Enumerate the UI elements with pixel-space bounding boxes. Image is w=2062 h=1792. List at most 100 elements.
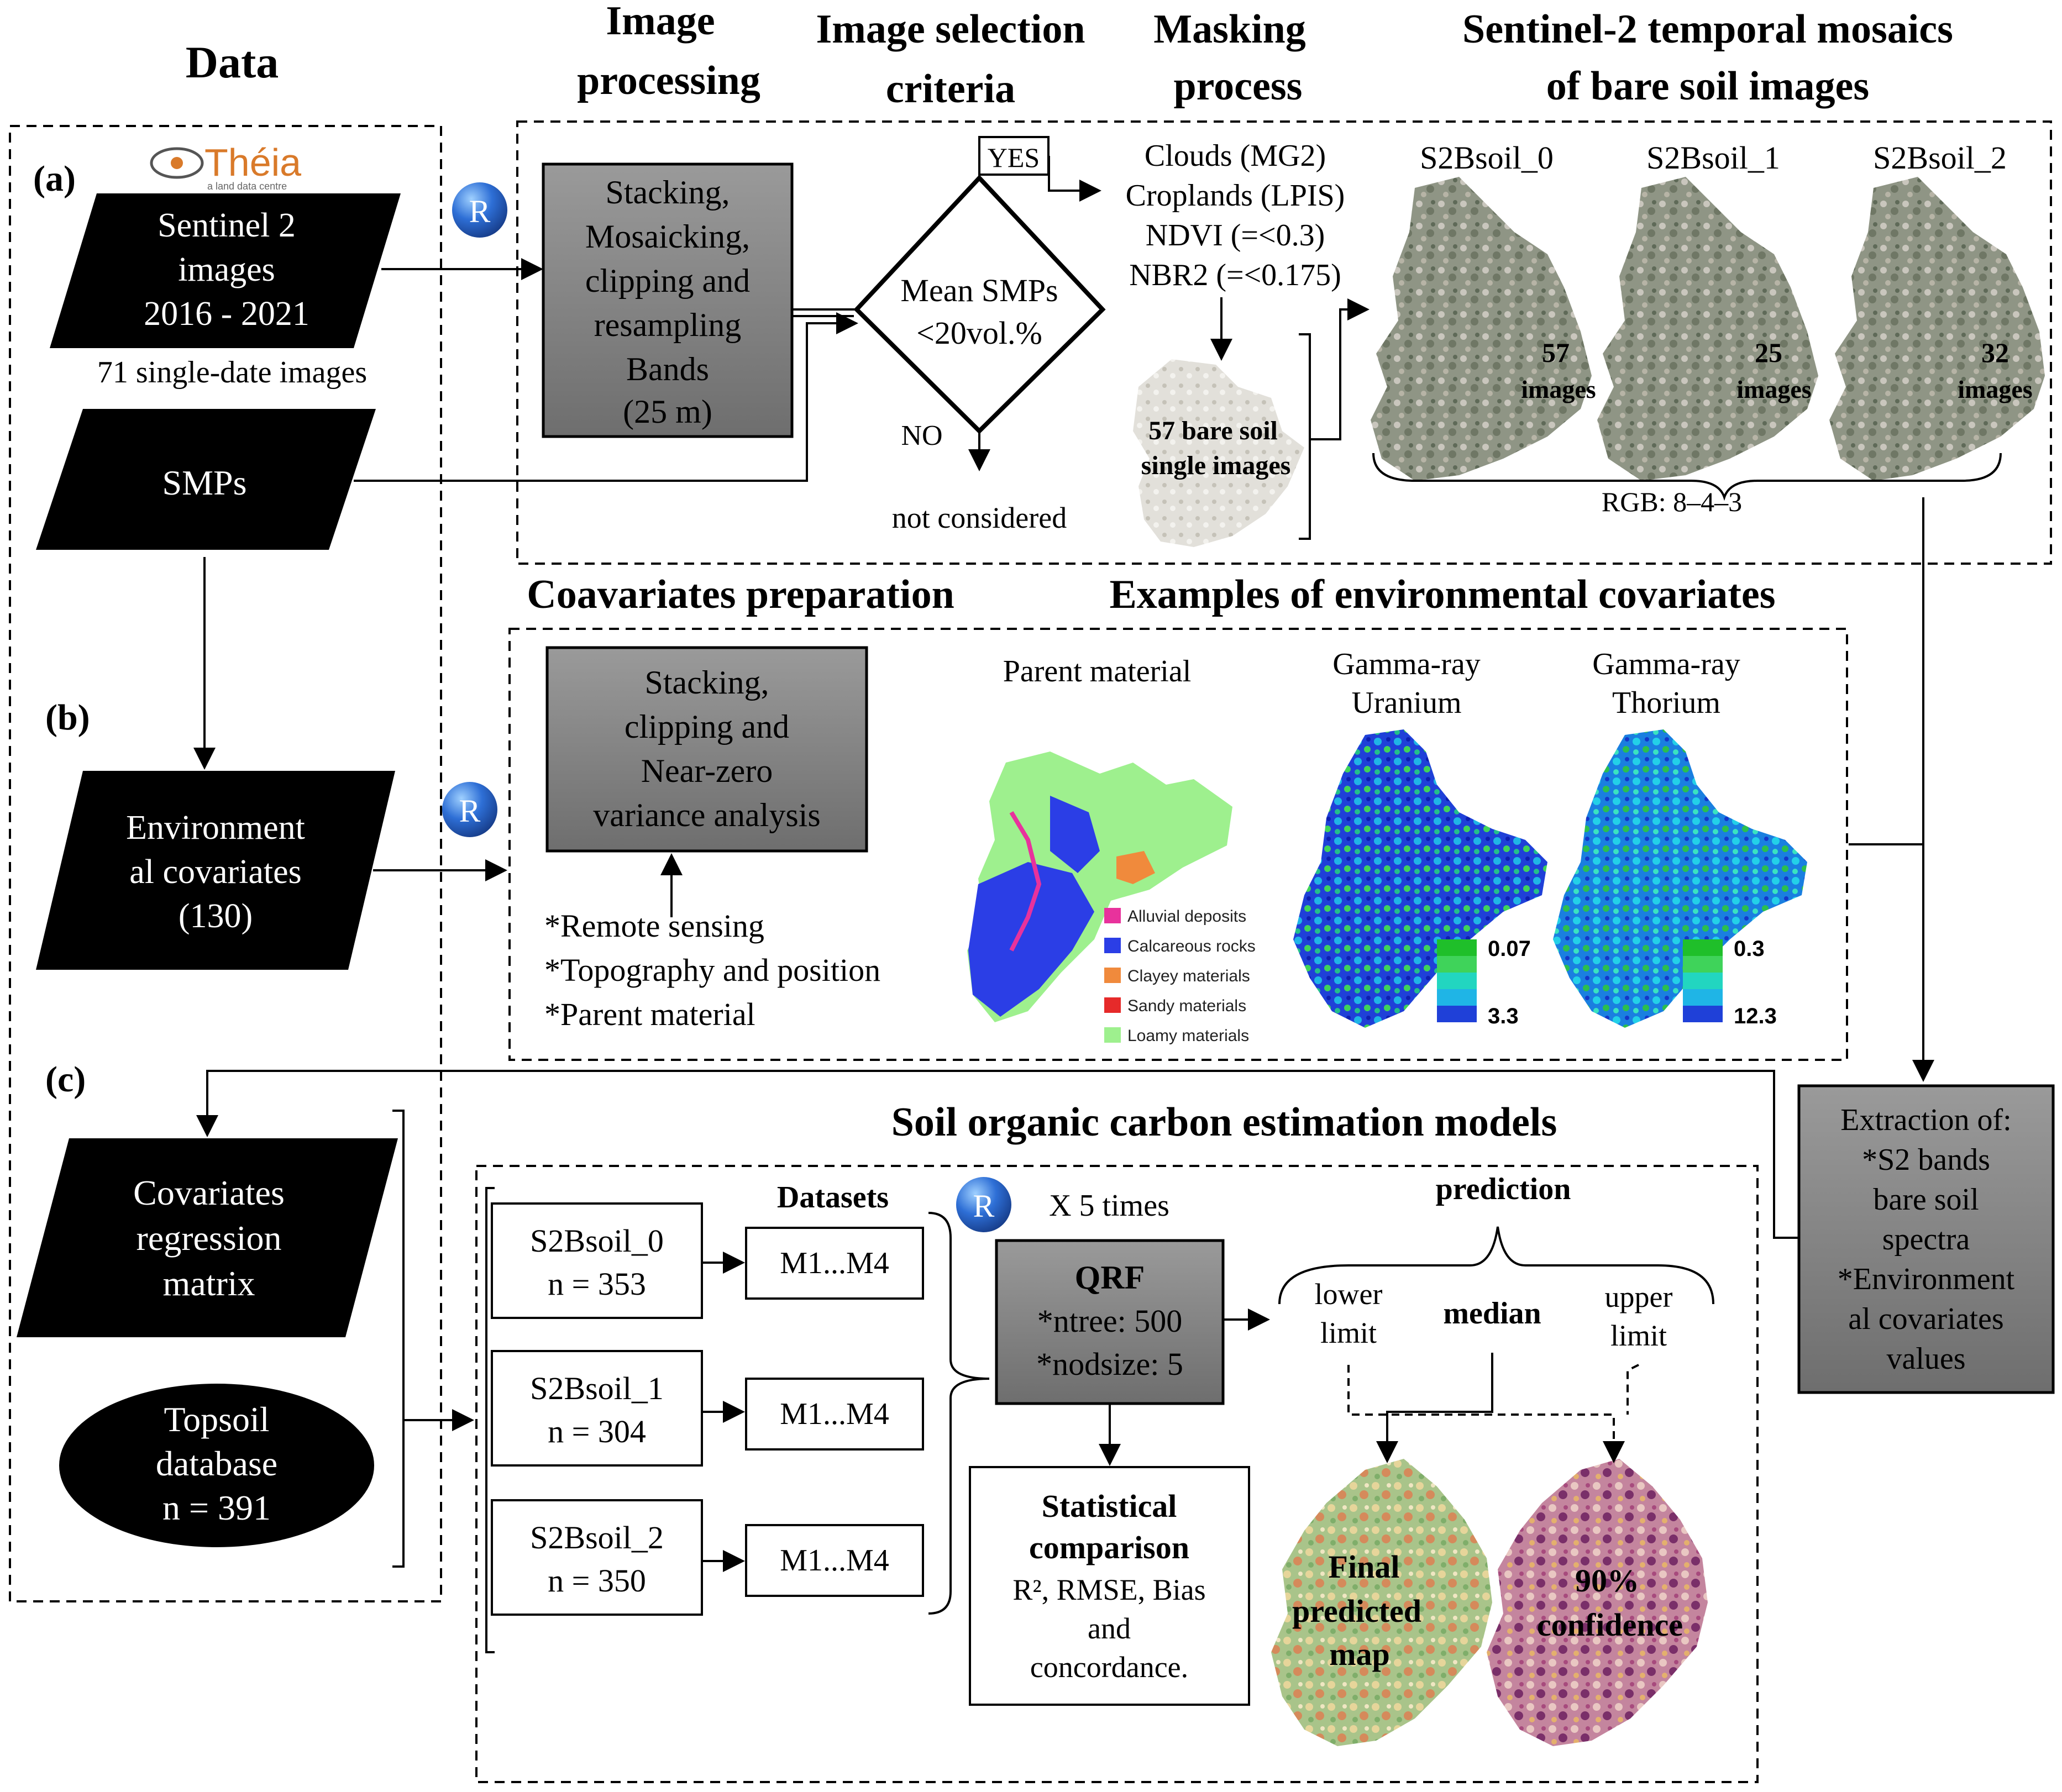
label-b: (b)	[45, 697, 90, 738]
legend-alluvial: Alluvial deposits	[1127, 907, 1246, 926]
median-label: median	[1443, 1296, 1541, 1331]
times-label: X 5 times	[1049, 1189, 1169, 1223]
header-covariates-prep: Coavariates preparation	[527, 572, 954, 617]
stats-line4: and	[1088, 1612, 1131, 1645]
sentinel-line3: 2016 - 2021	[144, 295, 309, 333]
mosaic-0-image	[1371, 177, 1592, 481]
stats-line2: comparison	[1029, 1530, 1189, 1565]
legend-loamy: Loamy materials	[1127, 1027, 1249, 1045]
svg-text:R: R	[973, 1188, 995, 1224]
mosaic-1-unit: images	[1736, 375, 1811, 403]
yes-label: YES	[988, 142, 1040, 173]
mask-nbr2: NBR2 (=<0.175)	[1129, 258, 1341, 292]
sentinel-note: 71 single-date images	[97, 355, 367, 390]
stats-line5: concordance.	[1030, 1651, 1188, 1684]
smps-label: SMPs	[162, 463, 247, 502]
extraction-line5: *Environment	[1838, 1262, 2015, 1296]
qrf-box	[995, 1239, 1225, 1405]
topsoil-line3: n = 391	[162, 1488, 271, 1527]
r-badge-a: R	[452, 182, 507, 238]
mosaic-2-image	[1829, 177, 2045, 481]
header-masking-1: Masking	[1153, 7, 1306, 52]
env-cov-line3: (130)	[179, 897, 253, 935]
header-data: Data	[186, 37, 279, 87]
header-soc-models: Soil organic carbon estimation models	[891, 1100, 1557, 1145]
qrf-ntree: *ntree: 500	[1037, 1303, 1183, 1339]
final-map-line3: map	[1329, 1636, 1390, 1672]
svg-text:a land data centre: a land data centre	[207, 181, 287, 192]
model-0-label: M1...M4	[780, 1246, 889, 1280]
label-a: (a)	[33, 159, 76, 199]
thorium-max: 12.3	[1734, 1004, 1777, 1028]
model-box-1	[745, 1378, 924, 1451]
header-image-selection-1: Image selection	[816, 7, 1085, 52]
confidence-map	[1487, 1459, 1708, 1746]
cov-matrix-line1: Covariates	[133, 1173, 285, 1212]
stats-box	[969, 1466, 1250, 1706]
covariates-box-line2: clipping and	[625, 708, 789, 745]
stats-line3: R², RMSE, Bias	[1012, 1573, 1205, 1606]
topsoil-node	[59, 1384, 374, 1547]
decision-line2: <20vol.%	[916, 315, 1042, 351]
connectors	[193, 156, 1934, 1653]
processing-line1: Stacking,	[606, 174, 730, 211]
uranium-min: 0.07	[1488, 937, 1531, 961]
rgb-brace	[1372, 453, 2002, 501]
dataset-1-n: n = 304	[548, 1413, 646, 1449]
parent-material-legend: Alluvial deposits Calcareous rocks Claye…	[1104, 907, 1256, 1045]
mosaic-2-unit: images	[1958, 375, 2032, 403]
calcareous-zone-2	[1050, 796, 1100, 873]
final-map-line2: predicted	[1292, 1593, 1421, 1629]
uranium-max: 3.3	[1488, 1004, 1519, 1028]
uranium-scale: 0.07 3.3	[1437, 937, 1531, 1028]
clayey-zone	[1116, 851, 1155, 884]
bare-soil-single-line2: single images	[1141, 451, 1291, 480]
topsoil-line1: Topsoil	[164, 1400, 269, 1439]
thorium-map	[1553, 729, 1807, 1028]
covariate-remote-sensing: *Remote sensing	[544, 908, 764, 944]
final-map-line1: Final	[1329, 1549, 1400, 1585]
mask-ndvi: NDVI (=<0.3)	[1146, 218, 1325, 253]
extraction-line4: spectra	[1882, 1222, 1970, 1257]
covariates-box-line4: variance analysis	[593, 797, 820, 833]
qrf-title: QRF	[1075, 1259, 1145, 1296]
cov-matrix-line2: regression	[136, 1218, 281, 1258]
svg-text:R: R	[469, 193, 491, 229]
processing-line3: clipping and	[585, 262, 750, 299]
dataset-0-n: n = 353	[548, 1266, 646, 1302]
dataset-box-0	[491, 1202, 703, 1319]
mosaic-0-unit: images	[1521, 375, 1596, 403]
sentinel-line2: images	[178, 251, 275, 288]
sentinel-line1: Sentinel 2	[158, 207, 296, 244]
processing-line5: Bands	[626, 351, 709, 387]
extraction-box	[1797, 1084, 2055, 1394]
env-covariates-node	[36, 771, 395, 970]
legend-calcareous: Calcareous rocks	[1127, 937, 1256, 955]
extraction-line3: bare soil	[1873, 1183, 1979, 1217]
decision-line1: Mean SMPs	[900, 272, 1058, 308]
rgb-label: RGB: 8–4–3	[1602, 486, 1742, 517]
extraction-line7: values	[1886, 1342, 1965, 1376]
mosaic-0-name: S2Bsoil_0	[1420, 140, 1554, 176]
covariate-topography: *Topography and position	[544, 952, 880, 988]
env-cov-line1: Environment	[126, 809, 305, 847]
thorium-scale: 0.3 12.3	[1683, 937, 1777, 1028]
alluvial-streak	[1009, 811, 1042, 952]
covariates-box-line1: Stacking,	[645, 664, 769, 701]
processing-frame	[516, 120, 2052, 565]
header-image-processing-1: Image	[606, 0, 715, 44]
lower-limit-1: lower	[1315, 1278, 1383, 1311]
not-considered-label: not considered	[892, 501, 1067, 534]
covariate-parent-material: *Parent material	[544, 996, 755, 1032]
sentinel-node	[50, 193, 401, 348]
thorium-title-1: Gamma-ray	[1592, 647, 1740, 681]
covariates-frame	[508, 628, 1848, 1061]
header-mosaics-2: of bare soil images	[1546, 64, 1869, 109]
cov-matrix-line3: matrix	[162, 1264, 255, 1303]
bare-soil-single-image	[1133, 359, 1304, 547]
header-masking-2: process	[1174, 64, 1303, 109]
confidence-line2: confidence	[1537, 1607, 1683, 1643]
dataset-2-n: n = 350	[548, 1563, 646, 1599]
